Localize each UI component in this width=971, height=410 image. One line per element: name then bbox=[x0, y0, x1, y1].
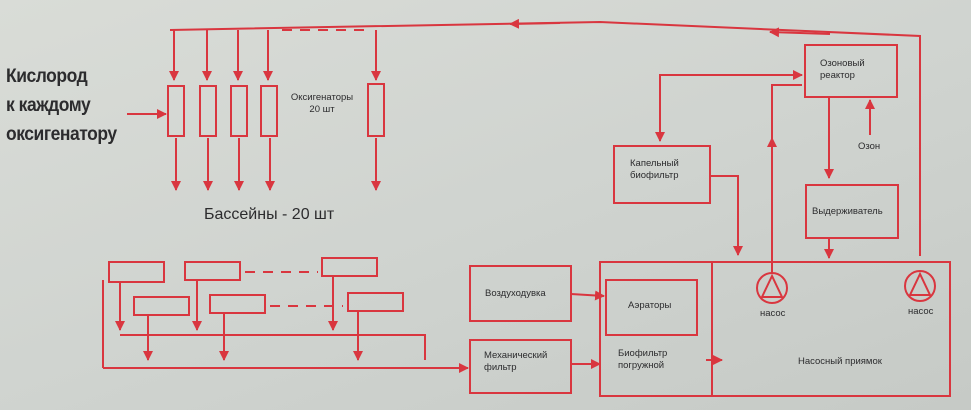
pool-box-2 bbox=[184, 261, 241, 281]
blower-label: Воздуходувка bbox=[485, 288, 546, 299]
oxygenator-4 bbox=[260, 85, 278, 137]
submerged-biofilter-line2: погружной bbox=[618, 360, 665, 371]
oxygenator-2 bbox=[199, 85, 217, 137]
drip-to-pit bbox=[710, 175, 743, 256]
return-arrow-2 bbox=[509, 18, 561, 29]
pools-label: Бассейны - 20 шт bbox=[204, 206, 335, 223]
pump-riser bbox=[771, 84, 802, 140]
drip-biofilter-line1: Капельный bbox=[630, 158, 679, 169]
pump-pit-label: Насосный приямок bbox=[798, 356, 882, 367]
bottom-container bbox=[599, 261, 951, 397]
blower-to-aerators bbox=[570, 290, 605, 301]
oxygen-label-1: Кислород bbox=[6, 66, 88, 87]
ozone-label: Озон bbox=[858, 141, 881, 152]
aerators-box bbox=[605, 279, 698, 336]
pump-right-triangle bbox=[908, 271, 932, 296]
aerators-label: Аэраторы bbox=[628, 300, 672, 311]
drip-biofilter-line2: биофильтр bbox=[630, 170, 679, 181]
ozone-reactor-box bbox=[804, 44, 898, 98]
ozone-reactor-line1: Озоновый bbox=[820, 58, 865, 69]
ozone-reactor-label: Озоновый реактор bbox=[820, 58, 865, 82]
oxygenator-20 bbox=[367, 83, 385, 137]
drip-biofilter-box bbox=[613, 145, 711, 204]
submerged-biofilter-line1: Биофильтр bbox=[618, 348, 668, 359]
pump-left-triangle bbox=[760, 273, 784, 298]
oxygen-label-3: оксигенатору bbox=[6, 124, 117, 145]
mech-filter-line1: Механический bbox=[484, 350, 548, 361]
oxygenators-label-line2: 20 шт bbox=[309, 104, 335, 115]
oxygenators-label-line1: Оксигенаторы bbox=[290, 92, 354, 103]
holder-box bbox=[805, 184, 899, 239]
pump-right-label: насос bbox=[908, 306, 934, 317]
blower-box bbox=[469, 265, 572, 322]
pump-right-icon bbox=[904, 270, 936, 302]
pool-box-5 bbox=[209, 294, 266, 314]
oxygen-label-2: к каждому bbox=[6, 95, 91, 116]
return-arrow bbox=[769, 27, 831, 38]
submerged-biofilter-label: Биофильтр погружной bbox=[618, 348, 667, 372]
pump-left-label: насос bbox=[760, 308, 786, 319]
oxygenator-3 bbox=[230, 85, 248, 137]
oxygenator-1 bbox=[167, 85, 185, 137]
mech-filter-label: Механический фильтр bbox=[484, 350, 547, 374]
mech-filter-line2: фильтр bbox=[484, 362, 517, 373]
drip-biofilter-label: Капельный биофильтр bbox=[630, 158, 679, 182]
holder-label: Выдерживатель bbox=[812, 206, 883, 217]
mech-filter-box bbox=[469, 339, 572, 394]
collector-upper bbox=[120, 334, 426, 360]
oxygenators-label: Оксигенаторы 20 шт bbox=[286, 92, 358, 116]
return-main-line bbox=[169, 20, 921, 256]
ozone-reactor-line2: реактор bbox=[820, 70, 855, 81]
pool-box-6 bbox=[347, 292, 404, 312]
pool-box-1 bbox=[108, 261, 165, 283]
pool-box-3 bbox=[321, 257, 378, 277]
pool-box-4 bbox=[133, 296, 190, 316]
